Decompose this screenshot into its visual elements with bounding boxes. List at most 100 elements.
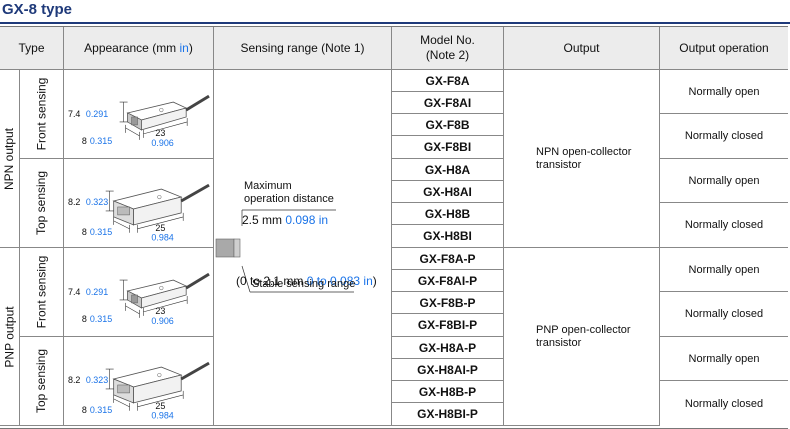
- max-distance-line2: operation distance: [244, 193, 334, 205]
- model-cell: GX-H8A-P: [392, 337, 504, 359]
- dim-l-mm: 25: [155, 222, 165, 232]
- dim-l-in: 0.984: [151, 232, 173, 242]
- spec-table: Type Appearance (mm in) Sensing range (N…: [0, 26, 788, 429]
- dim-l-mm: 23: [155, 305, 165, 315]
- operation-cell: Normally closed: [660, 203, 788, 248]
- max-distance-in: 0.098 in: [285, 213, 329, 227]
- dim-w-in: 0.315: [90, 135, 112, 145]
- dim-h-mm: 7.4: [68, 286, 80, 296]
- sensor-face: [233, 238, 241, 258]
- operation-cell: Normally open: [660, 248, 788, 292]
- dim-w-mm: 8: [82, 404, 87, 414]
- dim-w-mm: 8: [82, 135, 87, 145]
- sensing-range-cell: Maximum operation distance 2.5 mm 0.098 …: [214, 70, 392, 426]
- appearance-pnp-top: 8.2 0.323 8 0.315 25 0.984: [64, 337, 214, 426]
- appearance-npn-top: 8.2 0.323 8 0.315 25 0.984: [64, 159, 214, 248]
- sensing-range-diagram: [215, 209, 354, 293]
- sensor-front-drawing: 7.4 0.291 8 0.315 23 0.906: [68, 94, 210, 147]
- appearance-pnp-front: 7.4 0.291 8 0.315 23 0.906: [64, 248, 214, 337]
- stable-range-close: ): [372, 274, 377, 288]
- dim-h-in: 0.323: [86, 196, 108, 206]
- header-appearance-inch: in: [179, 41, 189, 55]
- dim-h-in: 0.323: [86, 374, 108, 384]
- dim-l-in: 0.984: [151, 410, 173, 420]
- operation-cell: Normally open: [660, 159, 788, 203]
- dim-w-in: 0.315: [90, 226, 112, 236]
- header-model: Model No. (Note 2): [392, 27, 504, 70]
- output-pnp: PNP open-collector transistor: [504, 248, 660, 426]
- model-cell: GX-F8B-P: [392, 292, 504, 314]
- dim-h-mm: 8.2: [68, 196, 80, 206]
- output-npn-text: NPN open-collector transistor: [536, 145, 632, 171]
- group-npn: NPN output: [0, 70, 20, 248]
- output-npn: NPN open-collector transistor: [504, 70, 660, 248]
- model-cell: GX-H8AI: [392, 181, 504, 203]
- dim-w-mm: 8: [82, 226, 87, 236]
- operation-cell: Normally closed: [660, 292, 788, 337]
- stable-range-in: 0 to 0.083 in: [306, 274, 373, 288]
- subtype-pnp-top: Top sensing: [20, 337, 64, 426]
- target-block: [215, 238, 235, 258]
- model-cell: GX-H8B-P: [392, 381, 504, 403]
- stable-range-label: Stable sensing range: [252, 278, 356, 290]
- model-cell: GX-H8B: [392, 203, 504, 225]
- model-cell: GX-F8BI-P: [392, 314, 504, 337]
- subtype-label: Top sensing: [34, 170, 49, 236]
- group-npn-label: NPN output: [2, 127, 17, 190]
- model-cell: GX-H8BI: [392, 225, 504, 248]
- model-cell: GX-F8AI-P: [392, 270, 504, 292]
- dim-h-in: 0.291: [86, 108, 108, 118]
- model-cell: GX-F8B: [392, 114, 504, 136]
- group-pnp-label: PNP output: [2, 305, 17, 368]
- dim-l-mm: 23: [155, 127, 165, 137]
- model-cell: GX-F8A: [392, 70, 504, 92]
- header-type: Type: [0, 27, 64, 70]
- sensor-top-drawing: 8.2 0.323 8 0.315 25 0.984: [68, 183, 210, 242]
- appearance-npn-front: 7.4 0.291 8 0.315 23 0.906: [64, 70, 214, 159]
- header-appearance: Appearance (mm in): [64, 27, 214, 70]
- model-cell: GX-H8BI-P: [392, 403, 504, 426]
- header-model-line2: (Note 2): [425, 48, 470, 62]
- model-cell: GX-H8A: [392, 159, 504, 181]
- group-pnp: PNP output: [0, 248, 20, 426]
- sensor-top-drawing: 8.2 0.323 8 0.315 25 0.984: [68, 361, 210, 420]
- header-model-line1: Model No.: [420, 33, 475, 47]
- title-rule: [0, 22, 790, 24]
- model-cell: GX-H8AI-P: [392, 359, 504, 381]
- header-appearance-text: Appearance (mm: [84, 41, 180, 55]
- operation-cell: Normally open: [660, 70, 788, 114]
- subtype-label: Top sensing: [34, 348, 49, 414]
- dim-h-in: 0.291: [86, 286, 108, 296]
- subtype-label: Front sensing: [34, 77, 49, 151]
- max-distance-mm: 2.5 mm: [242, 213, 283, 227]
- subtype-npn-front: Front sensing: [20, 70, 64, 159]
- header-appearance-close: ): [188, 41, 193, 55]
- dim-w-in: 0.315: [90, 313, 112, 323]
- operation-cell: Normally open: [660, 337, 788, 381]
- dim-l-in: 0.906: [151, 137, 173, 147]
- dim-h-mm: 8.2: [68, 374, 80, 384]
- header-output: Output: [504, 27, 660, 70]
- model-cell: GX-F8A-P: [392, 248, 504, 270]
- output-pnp-text: PNP open-collector transistor: [536, 323, 631, 349]
- header-output-operation: Output operation: [660, 27, 788, 70]
- header-sensing-range: Sensing range (Note 1): [214, 27, 392, 70]
- sensor-front-drawing: 7.4 0.291 8 0.315 23 0.906: [68, 272, 210, 325]
- model-cell: GX-F8AI: [392, 92, 504, 114]
- operation-cell: Normally closed: [660, 114, 788, 159]
- max-distance-value: 2.5 mm 0.098 in: [242, 213, 328, 227]
- stable-range-leader: [241, 265, 251, 293]
- subtype-pnp-front: Front sensing: [20, 248, 64, 337]
- dim-l-in: 0.906: [151, 315, 173, 325]
- subtype-label: Front sensing: [34, 255, 49, 329]
- dim-l-mm: 25: [155, 400, 165, 410]
- dim-w-in: 0.315: [90, 404, 112, 414]
- max-distance-line1: Maximum: [244, 180, 292, 192]
- subtype-npn-top: Top sensing: [20, 159, 64, 248]
- dim-w-mm: 8: [82, 313, 87, 323]
- stable-range-mm: (0 to 2.1 mm: [236, 274, 307, 288]
- model-cell: GX-F8BI: [392, 136, 504, 159]
- stable-range-value: (0 to 2.1 mm 0 to 0.083 in): [216, 260, 377, 302]
- max-distance-label: Maximum operation distance: [244, 180, 334, 206]
- page-title: GX-8 type: [2, 1, 73, 18]
